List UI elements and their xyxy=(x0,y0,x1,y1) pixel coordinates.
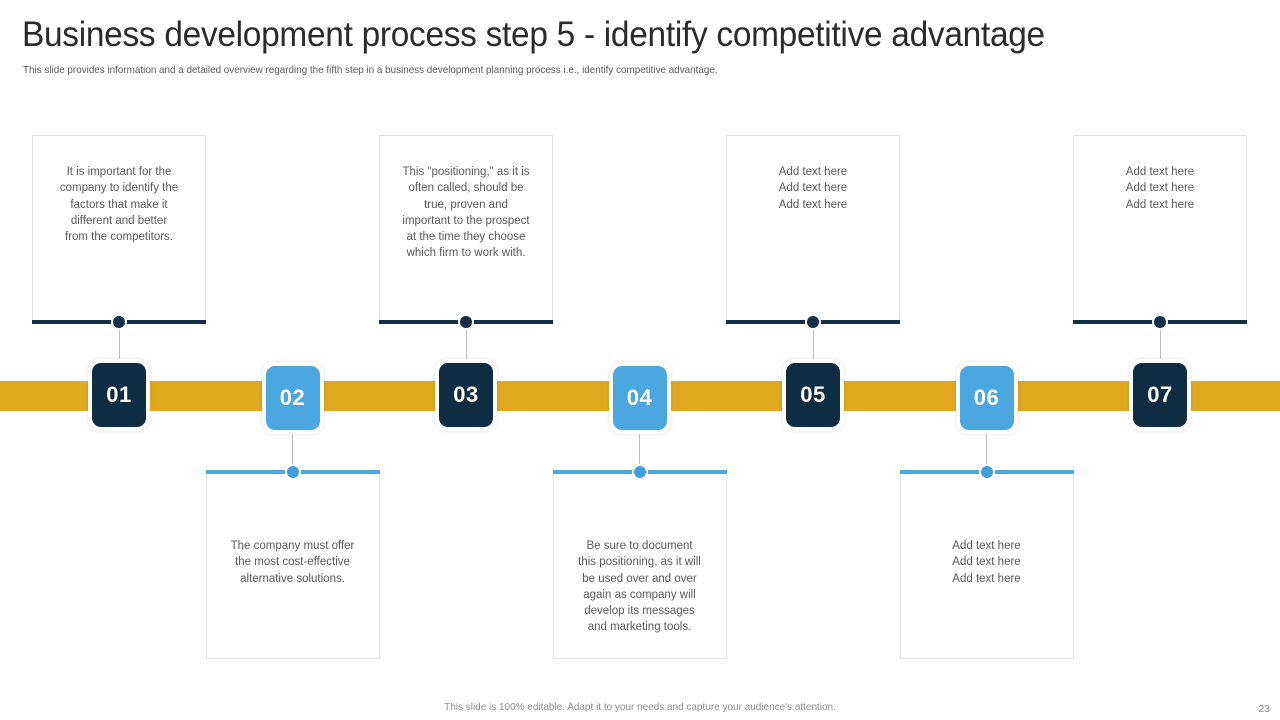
step-card-text-06: Add text here Add text here Add text her… xyxy=(952,540,1021,585)
step-arrow-02 xyxy=(292,434,293,466)
step-badge-number-07: 07 xyxy=(1133,363,1187,427)
step-card-text-04: Be sure to document this positioning, as… xyxy=(578,540,701,634)
page-number: 23 xyxy=(1258,703,1270,715)
step-card-02[interactable]: The company must offer the most cost-eff… xyxy=(205,472,380,659)
step-card-07[interactable]: Add text here Add text here Add text her… xyxy=(1073,135,1247,322)
footer-note: This slide is 100% editable. Adapt it to… xyxy=(444,701,836,713)
step-connector-dot-05 xyxy=(805,314,821,330)
step-connector-rule-04 xyxy=(552,464,727,480)
page-subtitle: This slide provides information and a de… xyxy=(23,64,718,76)
step-connector-rule-03 xyxy=(379,314,553,330)
step-connector-dot-03 xyxy=(458,314,474,330)
step-card-05[interactable]: Add text here Add text here Add text her… xyxy=(726,135,900,322)
step-badge-number-02: 02 xyxy=(265,366,320,430)
step-badge-05[interactable]: 05 xyxy=(782,359,844,431)
step-connector-dot-02 xyxy=(284,464,301,480)
step-badge-number-03: 03 xyxy=(439,363,493,427)
step-badge-01[interactable]: 01 xyxy=(88,359,150,431)
step-arrow-03 xyxy=(465,326,467,359)
step-badge-number-04: 04 xyxy=(612,366,667,430)
step-card-text-03: This "positioning," as it is often calle… xyxy=(402,166,530,260)
step-badge-02[interactable]: 02 xyxy=(261,362,324,434)
step-card-text-07: Add text here Add text here Add text her… xyxy=(1125,166,1195,211)
step-card-04[interactable]: Be sure to document this positioning, as… xyxy=(552,472,727,659)
step-badge-07[interactable]: 07 xyxy=(1129,359,1191,431)
step-badge-number-01: 01 xyxy=(92,363,146,427)
step-card-01[interactable]: It is important for the company to ident… xyxy=(32,135,206,322)
step-arrow-07 xyxy=(1159,326,1161,359)
step-arrow-01 xyxy=(118,326,120,359)
step-connector-rule-06 xyxy=(899,464,1074,480)
step-connector-rule-05 xyxy=(726,314,900,330)
step-connector-dot-04 xyxy=(631,464,648,480)
step-card-06[interactable]: Add text here Add text here Add text her… xyxy=(899,472,1074,659)
step-card-text-05: Add text here Add text here Add text her… xyxy=(778,166,848,211)
step-connector-dot-06 xyxy=(978,464,995,480)
step-badge-04[interactable]: 04 xyxy=(608,362,671,434)
step-arrow-06 xyxy=(986,434,987,466)
step-connector-rule-01 xyxy=(32,314,206,330)
step-connector-rule-07 xyxy=(1073,314,1247,330)
step-arrow-04 xyxy=(639,434,640,466)
step-card-text-01: It is important for the company to ident… xyxy=(59,166,179,244)
step-connector-dot-07 xyxy=(1152,314,1168,330)
step-badge-number-06: 06 xyxy=(959,366,1014,430)
step-arrow-05 xyxy=(812,326,814,359)
step-connector-dot-01 xyxy=(111,314,127,330)
step-badge-03[interactable]: 03 xyxy=(435,359,497,431)
step-card-03[interactable]: This "positioning," as it is often calle… xyxy=(379,135,553,322)
step-connector-rule-02 xyxy=(205,464,380,480)
step-badge-number-05: 05 xyxy=(786,363,840,427)
step-badge-06[interactable]: 06 xyxy=(955,362,1018,434)
page-title: Business development process step 5 - id… xyxy=(22,15,1045,54)
step-card-text-02: The company must offer the most cost-eff… xyxy=(230,540,355,585)
